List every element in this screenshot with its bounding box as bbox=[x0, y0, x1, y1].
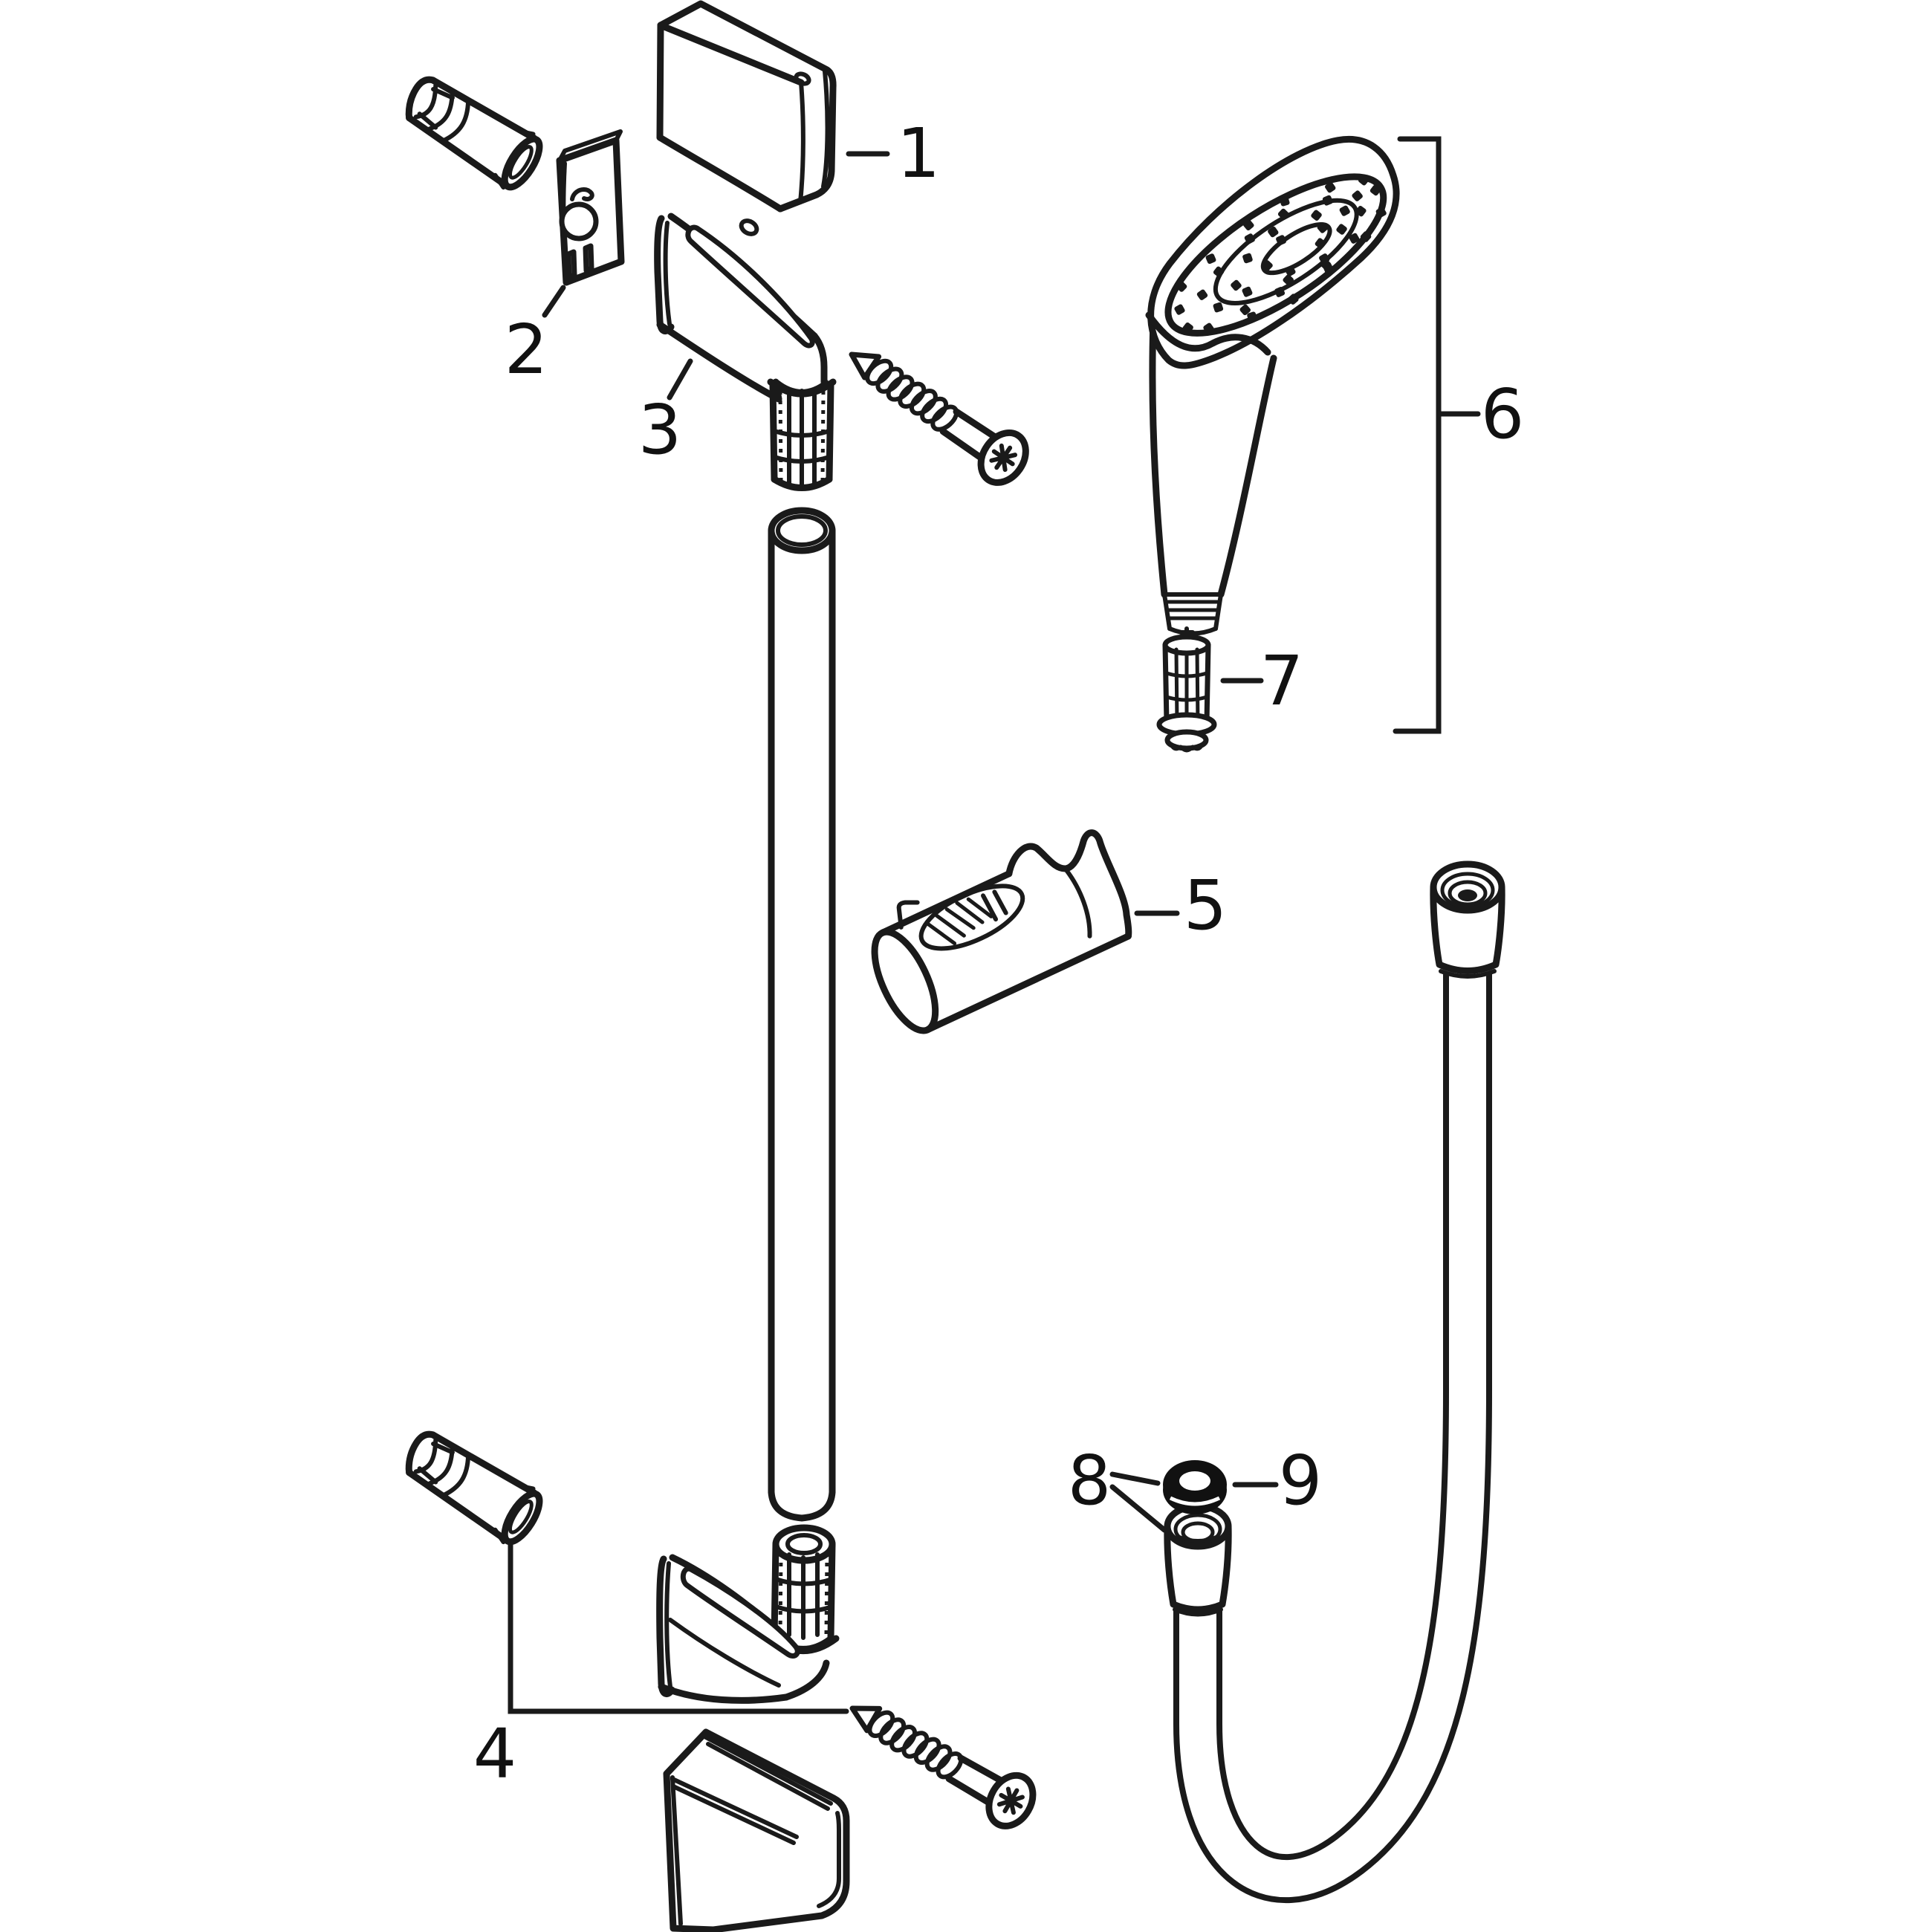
part-label-6: 6 bbox=[1481, 375, 1525, 454]
mounting-screw-bottom-icon bbox=[839, 1686, 1042, 1834]
wall-anchor-bottom-icon bbox=[396, 1423, 548, 1549]
part-hand-shower bbox=[1145, 136, 1400, 636]
part-label-7: 7 bbox=[1260, 641, 1304, 721]
spray-nozzles bbox=[1174, 175, 1387, 334]
part-label-4: 4 bbox=[473, 1714, 517, 1794]
leader-2 bbox=[542, 285, 566, 318]
leader-3 bbox=[667, 358, 693, 401]
mounting-screw-top-icon bbox=[836, 333, 1034, 491]
hose-nut-bottom bbox=[1164, 1503, 1232, 1617]
leader-lines bbox=[508, 151, 1279, 1714]
part-wall-bracket-upper bbox=[654, 213, 837, 491]
slide-rail-bar bbox=[768, 507, 836, 1522]
part-label-5: 5 bbox=[1184, 866, 1228, 945]
part-mounting-plate bbox=[556, 129, 625, 286]
part-label-1: 1 bbox=[897, 114, 941, 193]
part-cover-cap bbox=[656, 0, 837, 213]
part-wall-clip-cover bbox=[663, 1728, 850, 1932]
leader-8 bbox=[1109, 1471, 1167, 1533]
part-shower-holder-slider bbox=[871, 829, 1132, 1034]
hose-nut-top bbox=[1430, 860, 1505, 979]
part-shower-hose bbox=[1164, 860, 1505, 1904]
part-wall-bracket-lower bbox=[656, 1524, 840, 1704]
part-label-2: 2 bbox=[505, 310, 548, 389]
label-6-bracket bbox=[1393, 136, 1481, 734]
part-sealing-ring bbox=[1163, 1460, 1227, 1514]
part-labels: 1 2 3 4 5 6 7 8 9 bbox=[473, 114, 1525, 1794]
part-label-9: 9 bbox=[1279, 1441, 1323, 1520]
part-label-8: 8 bbox=[1068, 1441, 1112, 1520]
wall-anchor-top-icon bbox=[396, 68, 548, 195]
part-label-3: 3 bbox=[638, 390, 682, 470]
leader-4 bbox=[508, 1540, 849, 1714]
hand-shower-head bbox=[1147, 136, 1400, 369]
part-filter-insert bbox=[1156, 626, 1217, 753]
